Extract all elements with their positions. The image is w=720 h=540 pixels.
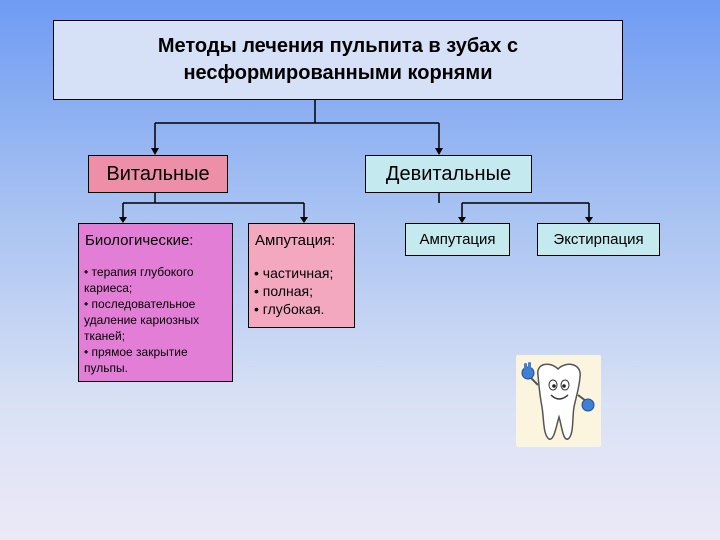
list-item: полная; xyxy=(254,282,350,300)
method-biological-label: Биологические: xyxy=(78,223,233,256)
category-devital: Девитальные xyxy=(365,155,532,193)
list-item: частичная; xyxy=(254,264,350,282)
biological-methods-list: терапия глубокого кариеса; последователь… xyxy=(78,256,233,382)
list-item: прямое закрытие пульпы. xyxy=(84,344,228,376)
list-item: последовательное удаление кариозных ткан… xyxy=(84,296,228,344)
method-devital-amputation: Ампутация xyxy=(405,223,510,256)
tooth-cartoon-icon xyxy=(516,355,601,447)
category-vital: Витальные xyxy=(88,155,228,193)
title-line-1: Методы лечения пульпита в зубах с xyxy=(157,35,519,57)
amputation-types-list: частичная; полная; глубокая. xyxy=(248,256,355,328)
method-vital-amputation-label: Ампутация: xyxy=(248,223,355,256)
title-line-2: несформированными корнями xyxy=(183,62,493,84)
method-extirpation: Экстирпация xyxy=(537,223,660,256)
list-item: глубокая. xyxy=(254,300,350,318)
list-item: терапия глубокого кариеса; xyxy=(84,264,228,296)
diagram-title: Методы лечения пульпита в зубах с несфор… xyxy=(53,20,623,100)
